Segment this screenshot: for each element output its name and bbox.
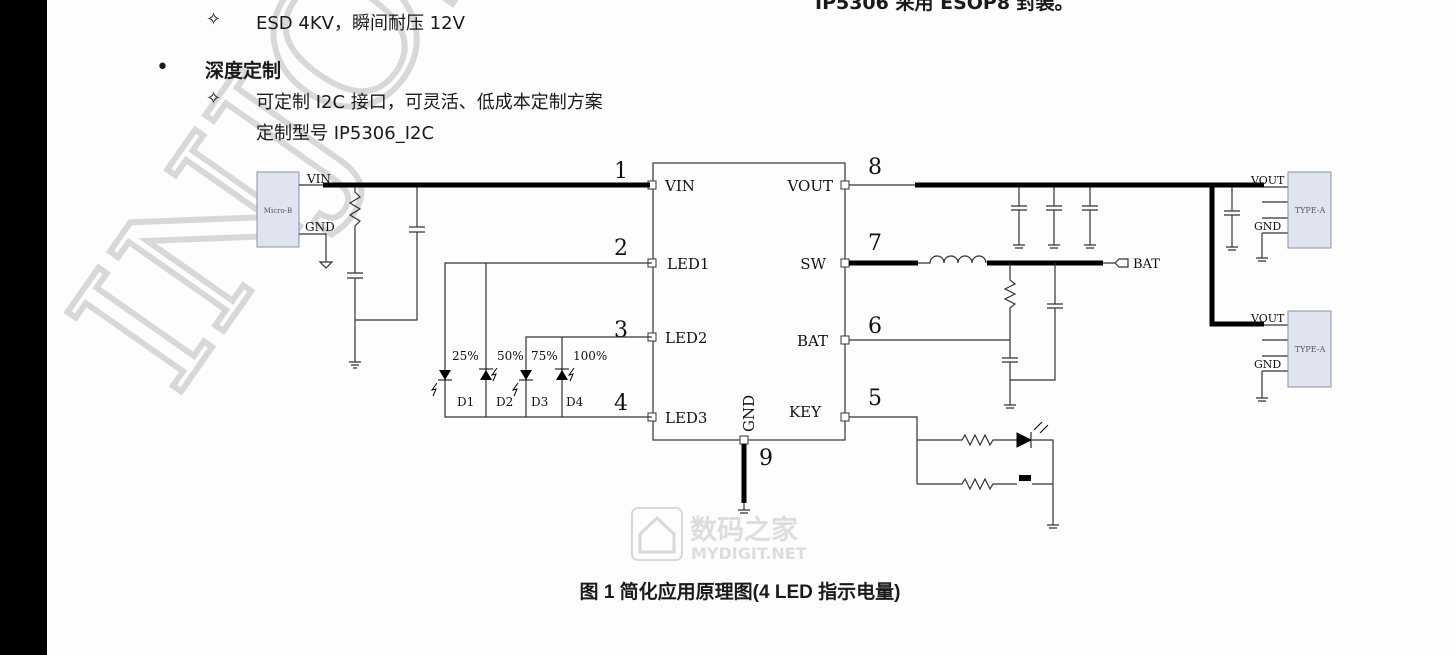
vout-wiring [849,184,1288,402]
diamond-icon: ✧ [206,88,222,109]
key-wiring [849,416,1059,529]
push-button-icon [1019,475,1031,481]
pin-number: 7 [868,231,882,256]
section-heading: 深度定制 [205,60,282,82]
ip5306-chip [652,162,846,441]
led-name-label: D4 [566,395,584,409]
pin-label-sw: SW [800,255,826,273]
custom-line-2: 定制型号 IP5306_I2C [256,123,435,144]
pin-number: 6 [868,314,882,339]
vout-trace [915,182,1264,327]
pin-number: 4 [614,391,628,416]
led-pct-label: 100% [573,349,607,363]
pin-label-bat: BAT [797,332,828,350]
pin-label-led3: LED3 [665,409,707,427]
pin-label-led1: LED1 [667,255,709,273]
svg-text:MYDIGIT.NET: MYDIGIT.NET [691,544,807,563]
usb-a-port-2 [1287,310,1332,388]
pin-number: 5 [868,386,882,411]
led-pct-label: 25% [452,349,479,363]
led-name-label: D2 [496,395,513,409]
usb-a-1-vout-label: VOUT [1250,174,1285,187]
svg-text:数码之家: 数码之家 [690,514,798,546]
pin-number: 2 [614,236,628,261]
pin-label-gnd: GND [740,395,758,432]
led-pct-label: 75% [531,349,558,363]
bullet-icon: • [156,55,169,80]
diamond-icon: ✧ [206,9,222,30]
usb-a-2-vout-label: VOUT [1250,312,1285,325]
micro-b-label: Micro-B [264,207,292,215]
pin-label-vin: VIN [664,177,695,195]
usb-a-2-label: TYPE-A [1295,345,1326,354]
usb-a-1-label: TYPE-A [1295,206,1326,215]
esd-spec-line: ESD 4KV，瞬间耐压 12V [256,13,465,34]
usb-a-1-gnd-label: GND [1254,220,1281,233]
led-name-label: D1 [457,395,474,409]
pin-label-key: KEY [789,403,822,421]
usb-a-2-gnd-label: GND [1254,358,1281,371]
led-pct-label: 50% [497,349,524,363]
pin-number: 1 [614,159,628,184]
led-wiring [444,262,652,418]
pin-label-led2: LED2 [665,329,707,347]
left-black-border [0,0,47,655]
usb-a-port-1 [1287,171,1332,249]
pin-number: 3 [614,318,628,343]
site-watermark: 数码之家 MYDIGIT.NET [631,507,807,563]
bat-terminal-label: BAT [1133,257,1160,272]
input-wiring [299,184,425,369]
indicator-led-icon [1016,432,1033,448]
micro-b-gnd-label: GND [305,220,335,234]
pin-number: 9 [759,446,773,471]
battery-wiring [849,255,1129,409]
ground-symbol [738,503,750,514]
pin-label-vout: VOUT [786,177,833,195]
led-diodes [430,367,575,397]
led-name-label: D3 [531,395,548,409]
led-emission-arrows [1033,421,1049,434]
top-right-partial-text: IP5306 采用 ESOP8 封装。 [815,0,1074,14]
micro-b-connector [256,171,300,248]
figure-caption: 图 1 简化应用原理图(4 LED 指示电量) [579,582,901,603]
custom-line-1: 可定制 I2C 接口，可灵活、低成本定制方案 [256,92,603,113]
pin-number: 8 [868,155,882,180]
